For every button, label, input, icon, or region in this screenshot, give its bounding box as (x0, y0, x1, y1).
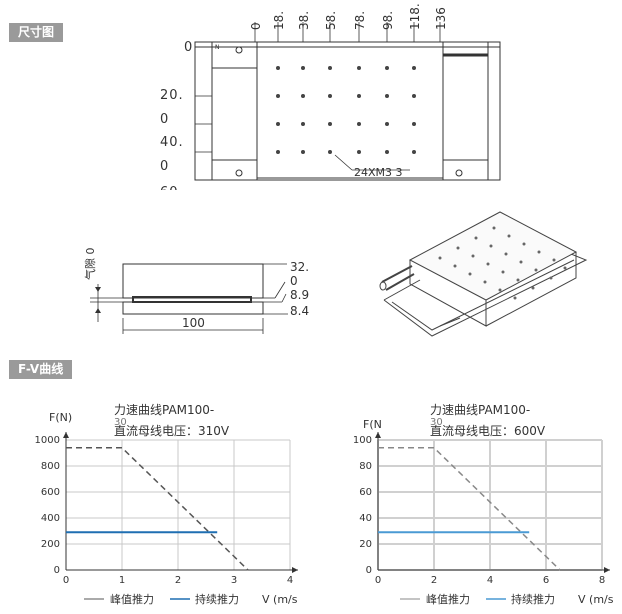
top-view-drawing: 0 18. 38. 58. 78. 98. 118. 136 0 20. 0 4… (150, 3, 501, 200)
chart2-title-line1: 力速曲线PAM100- (430, 403, 530, 417)
chart2-title-cut: 30 (430, 417, 443, 428)
side-mark-1: 0 (290, 274, 298, 288)
y-tick-label: 0 (54, 565, 60, 576)
y-mark-3: 40. (160, 135, 184, 150)
x-mark-2: 38. (297, 11, 311, 30)
section-tag-fv-curve: F-V曲线 (9, 360, 73, 379)
x-mark-7: 136 (434, 7, 448, 30)
x-mark-0: 0 (249, 22, 263, 30)
chart1-title-cut: 30 (114, 417, 127, 428)
y-mark-0: 0 (184, 40, 193, 55)
y-tick-label: 800 (41, 461, 60, 472)
chart2-flabel: F(N (363, 418, 382, 431)
y-tick-label: 80 (359, 461, 372, 472)
x-tick-label: 2 (175, 575, 181, 586)
x-axis-arrow (604, 567, 610, 573)
x-tick-label: 1 (119, 575, 125, 586)
x-tick-label: 4 (487, 575, 493, 586)
x-tick-label: 0 (63, 575, 69, 586)
x-tick-label: 4 (287, 575, 293, 586)
y-tick-label: 1000 (35, 435, 60, 446)
x-tick-label: 0 (375, 575, 381, 586)
side-mark-2: 8.9 (290, 288, 309, 302)
x-mark-4: 78. (353, 11, 367, 30)
chart1-title-line1: 力速曲线PAM100- (114, 403, 214, 417)
x-tick-label: 2 (431, 575, 437, 586)
x-tick-label: 3 (231, 575, 237, 586)
chart2-vlabel: V (m/s (578, 593, 614, 606)
y-tick-label: 40 (359, 513, 372, 524)
chart2-legend-cont: 持续推力 (511, 592, 555, 606)
chart1-title-line2: 直流母线电压：310V (114, 424, 230, 438)
n-mark: N (215, 44, 220, 51)
y-tick-label: 400 (41, 513, 60, 524)
side-view-drawing: 气隙 0 32. 0 8.9 8.4 100 (83, 248, 309, 334)
width-label: 100 (182, 316, 205, 330)
x-mark-1: 18. (272, 11, 286, 30)
side-mark-0: 32. (290, 260, 309, 274)
air-gap-label: 气隙 0 (83, 248, 97, 281)
x-mark-3: 58. (324, 11, 338, 30)
hole-callout: 24XM3 3 (354, 166, 403, 179)
side-mark-3: 8.4 (290, 304, 309, 318)
chart1-flabel: F(N) (49, 411, 72, 424)
x-mark-6: 118. (408, 3, 422, 30)
chart2-title-line2: 直流母线电压：600V (430, 424, 546, 438)
chart1-legend-peak: 峰值推力 (110, 592, 154, 606)
y-tick-label: 0 (366, 565, 372, 576)
y-tick-label: 20 (359, 539, 372, 550)
y-tick-label: 60 (359, 487, 372, 498)
chart1-legend-cont: 持续推力 (195, 592, 239, 606)
y-tick-label: 100 (353, 435, 372, 446)
chart1-vlabel: V (m/s (262, 593, 298, 606)
section-tag-dimensions: 尺寸图 (9, 23, 64, 42)
y-tick-label: 200 (41, 539, 60, 550)
x-tick-label: 8 (599, 575, 605, 586)
x-mark-5: 98. (381, 11, 395, 30)
y-mark-1: 20. (160, 88, 184, 103)
y-mark-2: 0 (160, 112, 169, 127)
y-mark-4: 0 (160, 159, 169, 174)
y-axis-arrow (63, 432, 69, 438)
isometric-view (379, 211, 588, 337)
x-tick-label: 6 (543, 575, 549, 586)
y-axis-arrow (375, 432, 381, 438)
x-axis-arrow (292, 567, 298, 573)
chart2-legend-peak: 峰值推力 (426, 592, 470, 606)
y-tick-label: 600 (41, 487, 60, 498)
series-line-peak (66, 447, 249, 571)
series-line-peak (378, 447, 561, 571)
